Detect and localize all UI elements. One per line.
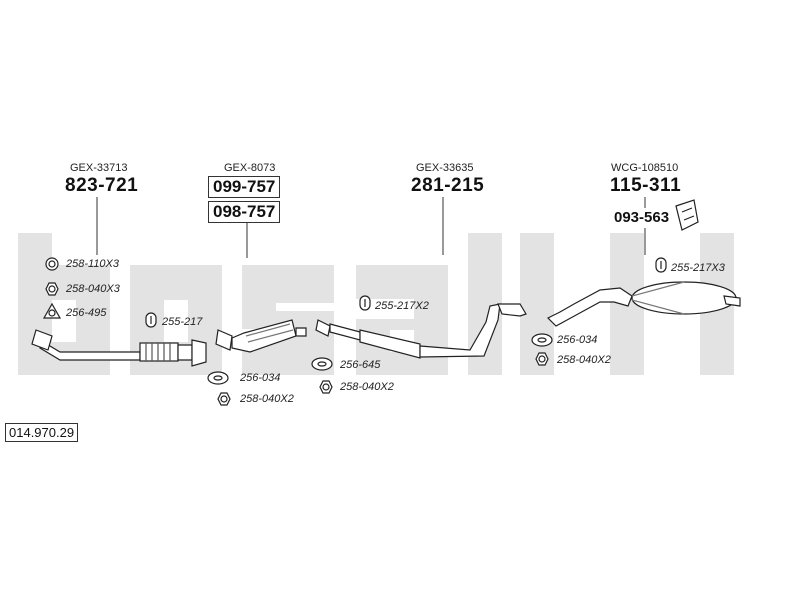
fitting-label: 258-040X2 bbox=[340, 381, 394, 393]
part-number-3[interactable]: 281-215 bbox=[411, 175, 485, 196]
supplier-code-2: GEX-8073 bbox=[224, 162, 276, 174]
fitting-label: 258-040X3 bbox=[66, 283, 120, 295]
triangle-gasket-icon bbox=[42, 302, 62, 319]
rubber-hanger-icon bbox=[145, 312, 157, 328]
fitting-label: 255-217 bbox=[162, 316, 203, 328]
supplier-code-3: GEX-33635 bbox=[416, 162, 474, 174]
part-number-4a[interactable]: 115-311 bbox=[610, 175, 682, 196]
oval-gasket-icon bbox=[207, 371, 229, 385]
fitting-label: 258-040X2 bbox=[240, 393, 294, 405]
part-number-2a[interactable]: 099-757 bbox=[208, 176, 281, 198]
reference-number-box: 014.970.29 bbox=[5, 423, 79, 442]
supplier-code-4: WCG-108510 bbox=[611, 162, 679, 174]
fitting-label: 256-495 bbox=[66, 307, 107, 319]
hex-nut-icon bbox=[319, 380, 333, 394]
hex-nut-icon bbox=[45, 282, 59, 296]
mounting-bracket-icon bbox=[675, 199, 699, 231]
hex-nut-icon bbox=[535, 352, 549, 366]
part-number-1[interactable]: 823-721 bbox=[65, 175, 139, 196]
rubber-hanger-icon bbox=[359, 295, 371, 311]
oval-gasket-icon bbox=[531, 333, 553, 347]
fitting-label: 256-034 bbox=[557, 334, 598, 346]
middle-pipe-part bbox=[315, 303, 527, 359]
fitting-label: 255-217X2 bbox=[375, 300, 429, 312]
fitting-label: 255-217X3 bbox=[671, 262, 725, 274]
rubber-hanger-icon bbox=[655, 257, 667, 273]
hex-nut-icon bbox=[217, 392, 231, 406]
catalytic-converter-part bbox=[215, 319, 307, 353]
part-number-2b[interactable]: 098-757 bbox=[208, 201, 281, 223]
part-number-4b[interactable]: 093-563 bbox=[614, 209, 670, 226]
front-pipe-part bbox=[31, 329, 207, 367]
fitting-label: 256-645 bbox=[340, 359, 381, 371]
fitting-label: 256-034 bbox=[240, 372, 281, 384]
rear-silencer-part bbox=[546, 281, 741, 327]
supplier-code-1: GEX-33713 bbox=[70, 162, 128, 174]
ring-clamp-icon bbox=[45, 257, 59, 271]
oval-gasket-icon bbox=[311, 357, 333, 371]
fitting-label: 258-040X2 bbox=[557, 354, 611, 366]
fitting-label: 258-110X3 bbox=[66, 258, 120, 270]
